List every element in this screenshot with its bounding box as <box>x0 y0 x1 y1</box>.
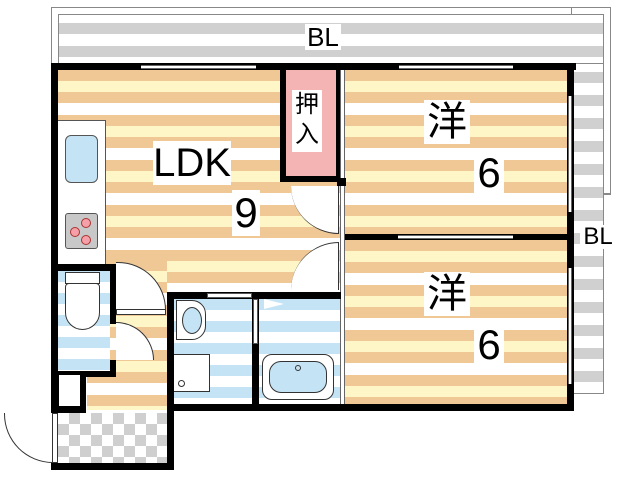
western-room-2-size: 6 <box>474 322 504 368</box>
wall <box>110 264 116 324</box>
wall <box>51 463 174 470</box>
drain-icon <box>178 380 185 387</box>
western-room-1-size: 6 <box>474 150 504 196</box>
bath-drain-icon <box>295 365 301 371</box>
western-room-1-label: 洋 <box>424 100 470 144</box>
window-western1-right[interactable] <box>568 96 572 212</box>
closet-label: 押 入 <box>292 90 322 152</box>
window-western2-right[interactable] <box>568 268 572 384</box>
wall <box>51 264 116 271</box>
window-western1-top[interactable] <box>399 65 513 69</box>
sliding-door-western[interactable] <box>398 235 513 239</box>
closet-label-line2: 入 <box>295 121 319 148</box>
ldk-label: LDK <box>153 141 231 185</box>
wall <box>252 292 259 404</box>
bathtub-icon <box>262 354 334 400</box>
burner-icon <box>70 227 80 237</box>
shower-icon <box>264 299 284 309</box>
toilet-bowl-icon <box>65 283 100 330</box>
wall <box>110 360 116 374</box>
washing-machine-space <box>174 354 210 392</box>
room-western-1 <box>345 70 567 234</box>
washbasin-icon <box>176 300 206 340</box>
closet-label-line1: 押 <box>295 91 319 118</box>
window-ldk-top[interactable] <box>141 65 256 69</box>
sliding-door-closet[interactable] <box>340 70 345 404</box>
shoe-cabinet <box>59 375 80 406</box>
washroom-door-opening[interactable] <box>207 293 252 298</box>
bath-door[interactable] <box>253 299 258 344</box>
ldk-size: 9 <box>232 190 260 236</box>
entrance-door-frame <box>52 413 58 463</box>
entrance-door[interactable] <box>4 413 53 463</box>
stove-icon <box>65 213 98 249</box>
basin-bowl-icon <box>182 307 202 334</box>
balcony-right-label: BL <box>580 225 616 249</box>
wall <box>167 292 174 470</box>
balcony-top-label: BL <box>305 24 341 50</box>
kitchen-sink-icon <box>65 135 98 183</box>
burner-icon <box>81 235 91 245</box>
burner-icon <box>81 218 91 228</box>
wall <box>337 178 346 186</box>
western-room-2-label: 洋 <box>424 272 470 316</box>
wall <box>167 404 574 411</box>
hallway-door-frame <box>116 309 166 315</box>
room-western-2 <box>345 240 567 404</box>
entrance <box>58 413 167 463</box>
wall <box>51 63 576 70</box>
